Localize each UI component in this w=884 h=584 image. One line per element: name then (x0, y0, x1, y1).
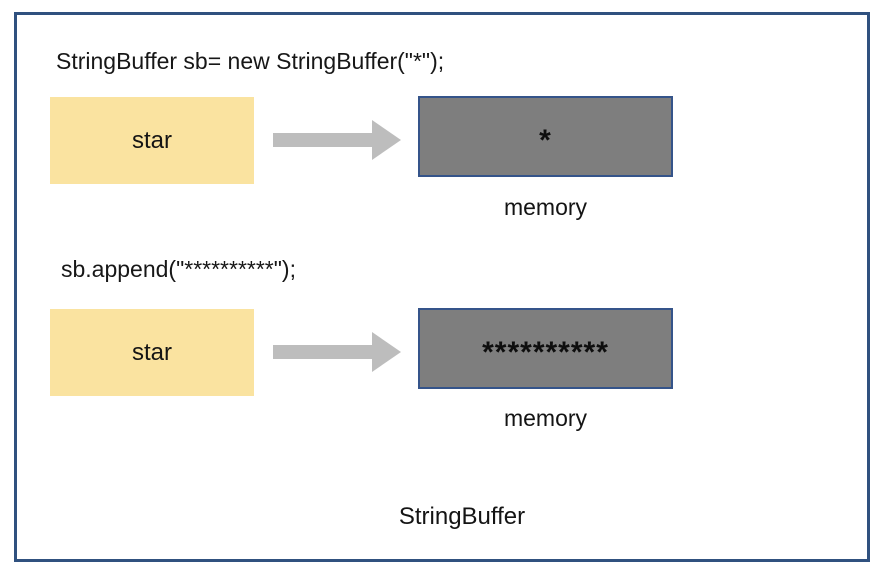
source-box: star (50, 309, 254, 396)
arrow-shaft (273, 133, 372, 147)
memory-caption: memory (503, 194, 588, 220)
code-line-append: sb.append("**********"); (61, 256, 296, 282)
arrow-shaft (273, 345, 372, 359)
memory-box: * (418, 96, 673, 177)
diagram-title: StringBuffer (398, 503, 526, 530)
arrow-head (372, 332, 401, 372)
memory-box-content: * (539, 123, 552, 157)
memory-box: ********** (418, 308, 673, 389)
diagram-frame (14, 12, 870, 562)
source-box-label: star (131, 126, 172, 154)
right-arrow-icon (273, 120, 401, 160)
source-box-label: star (131, 338, 172, 366)
memory-caption: memory (503, 405, 588, 431)
code-line-constructor: StringBuffer sb= new StringBuffer("*"); (56, 48, 445, 74)
source-box: star (50, 97, 254, 184)
right-arrow-icon (273, 332, 401, 372)
memory-box-content: ********** (482, 335, 609, 369)
arrow-head (372, 120, 401, 160)
